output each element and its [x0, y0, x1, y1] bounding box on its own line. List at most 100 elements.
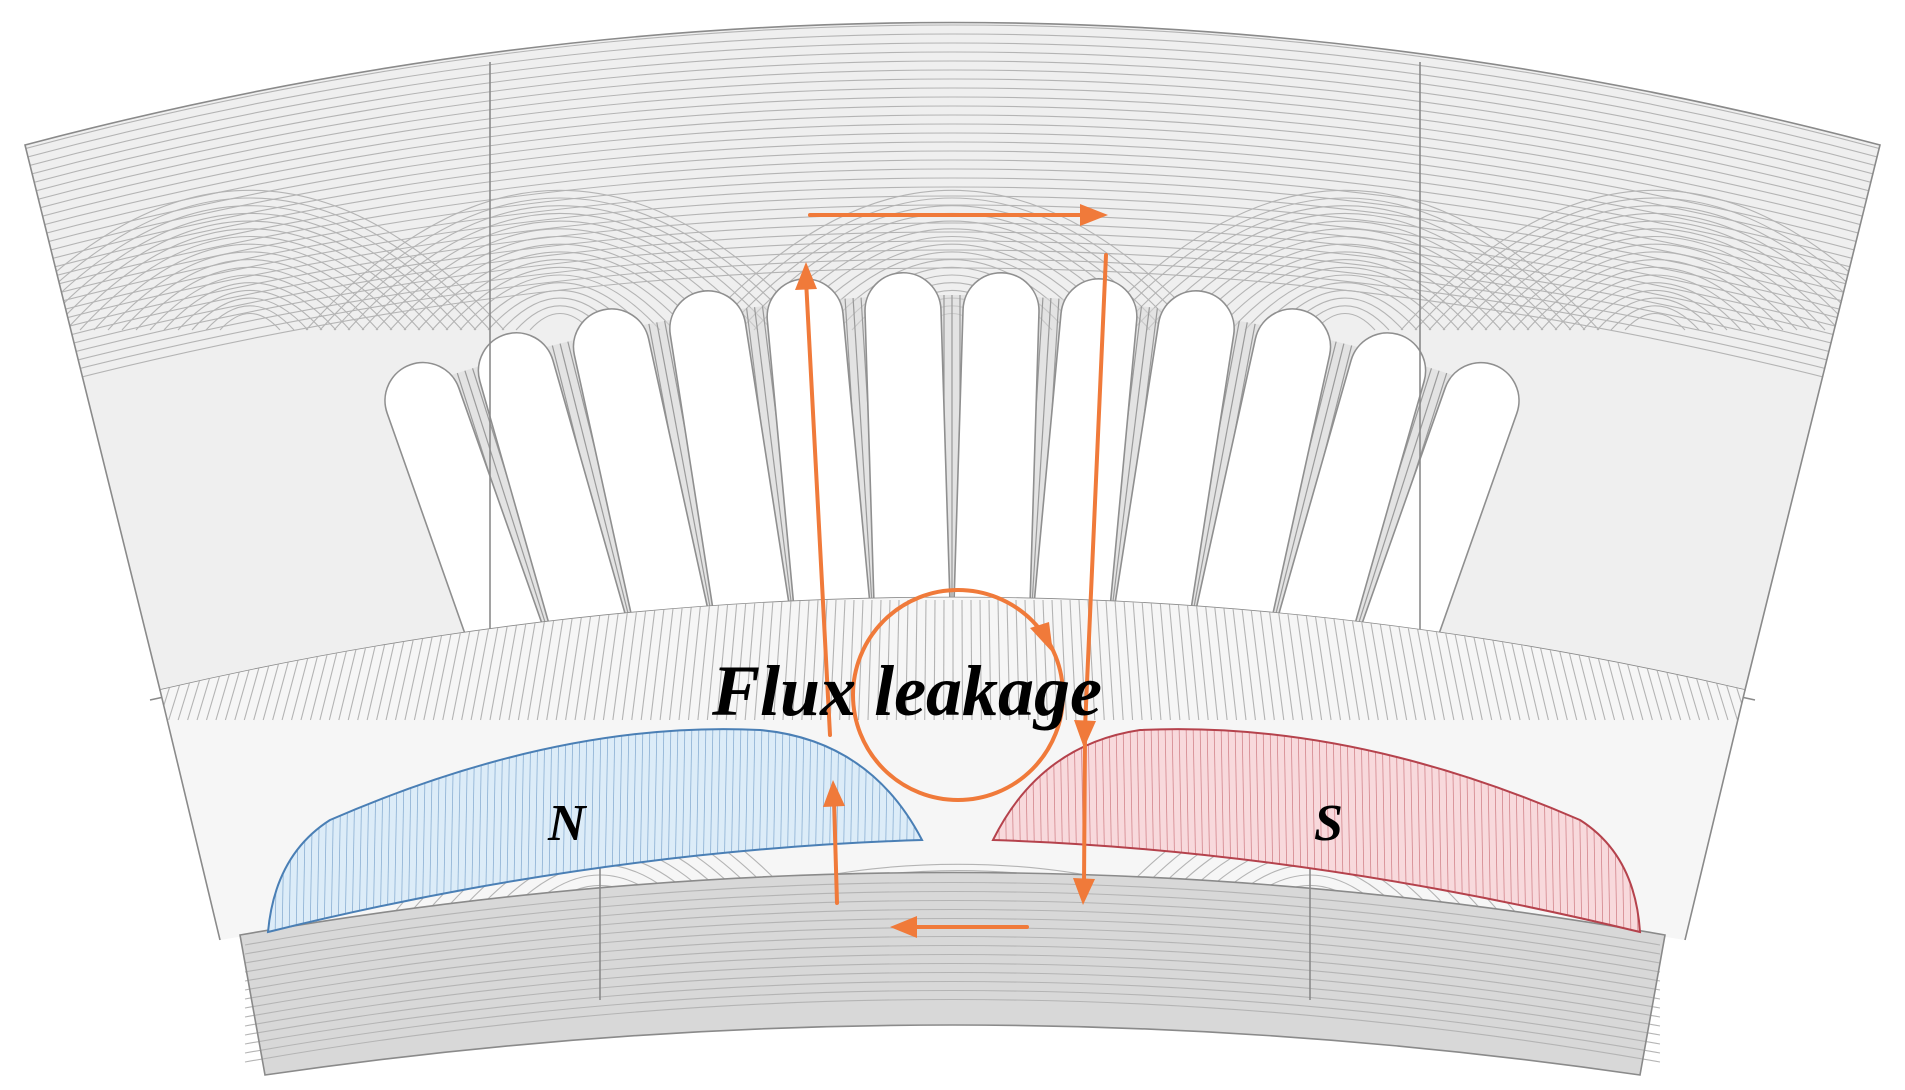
stator-loop-line: [79, 235, 421, 331]
stator-loop-line: [459, 274, 661, 331]
stator-loop-line: [347, 212, 773, 331]
stator-field-line: [25, 195, 1880, 322]
airgap-field-line: [1330, 599, 1351, 721]
airgap-field-line: [791, 599, 801, 721]
airgap-field-line: [1285, 599, 1304, 721]
airgap-field-line: [631, 599, 648, 721]
airgap-field-line: [1213, 599, 1228, 721]
stator-slot: [669, 290, 794, 656]
airgap-field-line: [810, 599, 819, 721]
shaft-field-line: [244, 998, 1661, 1063]
stator-field-line: [25, 87, 1880, 214]
stator-loop-line: [135, 266, 365, 331]
stator-loop-line: [149, 274, 351, 331]
stator-loop-line: [1216, 259, 1474, 331]
airgap-field-line: [1159, 599, 1171, 721]
stator-loop-line: [1400, 189, 1880, 331]
airgap-field-line: [1096, 599, 1105, 721]
stator-loop-line: [1470, 228, 1840, 331]
shaft-band: [239, 840, 1666, 1076]
stator-loop-line: [25, 189, 505, 331]
stator-loop-line: [403, 243, 717, 331]
stator-loop-line: [1174, 235, 1516, 331]
stator-field-line: [25, 33, 1880, 160]
airgap-field-line: [621, 599, 639, 721]
stator-field-line: [25, 231, 1880, 358]
arrowhead-magnet-up: [823, 780, 845, 807]
stator-loop-line: [1104, 197, 1586, 331]
airgap-field-line: [829, 599, 837, 721]
airgap-field-line: [716, 599, 729, 721]
stator-loop-line: [191, 297, 309, 331]
airgap-field-line: [1222, 599, 1238, 721]
airgap-field-line: [895, 599, 900, 721]
stator-loop-line: [1258, 282, 1432, 331]
airgap-field-line: [1186, 599, 1200, 721]
stator-field-line: [25, 60, 1880, 187]
stator-field-line: [25, 258, 1880, 385]
stator-loop-line: [1526, 259, 1784, 331]
shaft-field-line: [244, 971, 1661, 1036]
airgap-field-line: [650, 599, 666, 721]
stator-loop-line: [1540, 266, 1770, 331]
airgap-field-line: [848, 599, 855, 721]
stator-loop-line: [1442, 212, 1868, 331]
tooth-field-line: [852, 298, 875, 633]
stator: [24, 21, 1881, 716]
airgap-field-line: [1168, 599, 1181, 721]
airgap-field-line: [782, 599, 792, 721]
stator-field-line: [25, 51, 1880, 178]
stator-loop-line: [445, 266, 675, 331]
stator-slot: [864, 271, 952, 640]
airgap-field-line: [933, 599, 936, 721]
airgap-field-line: [555, 599, 576, 721]
airgap-field-line: [546, 599, 567, 721]
flux-leakage-loop: [851, 588, 1065, 802]
airgap-field-line: [574, 599, 594, 721]
airgap-field-line: [1033, 599, 1039, 721]
stator-field-line: [25, 267, 1880, 394]
airgap-field-line: [820, 599, 828, 721]
stator-loop-line: [1414, 197, 1880, 331]
airgap-field-line: [1015, 599, 1020, 721]
rotor-outline: [159, 689, 1746, 941]
airgap-field-line: [725, 599, 738, 721]
stator-loop-line: [1554, 274, 1756, 331]
shaft-field-line: [244, 890, 1661, 955]
airgap-field-line: [754, 599, 765, 721]
airgap-field-line: [697, 599, 711, 721]
stator-loop-line: [1090, 189, 1600, 331]
stator-loop-line: [319, 197, 801, 331]
stator-field-line: [25, 240, 1880, 367]
north-pole-label: N: [547, 795, 588, 852]
airgap-field-line: [961, 599, 964, 721]
stator-loop-line: [121, 259, 379, 331]
shaft-field-line: [244, 962, 1661, 1027]
stator-loop-line: [1498, 243, 1812, 331]
airgap-field-line: [583, 599, 603, 721]
stator-loop-line: [361, 220, 759, 331]
airgap-field-line: [1258, 599, 1275, 721]
airgap-field-line: [1060, 599, 1067, 721]
stator-loop-line: [25, 197, 491, 331]
shaft-field-line: [244, 935, 1661, 1000]
stator-loop-line: [1610, 305, 1700, 331]
stator-loop-line: [333, 205, 787, 331]
airgap-field-line: [1177, 599, 1190, 721]
stator-field-line: [25, 78, 1880, 205]
arrow-magnet-down-right: [1082, 733, 1087, 887]
stator-loop-line: [697, 189, 1207, 331]
shaft-field-line: [244, 953, 1661, 1018]
airgap-field-line: [593, 599, 612, 721]
airgap-field-line: [706, 599, 720, 721]
airgap-field-line: [1204, 599, 1219, 721]
south-magnet-outline: [991, 728, 1642, 934]
stator-field-line: [25, 132, 1880, 259]
north-magnet-body: [268, 729, 922, 932]
stator-loop-line: [389, 235, 731, 331]
stator-field-line: [25, 96, 1880, 223]
stator-loop-line: [1582, 289, 1728, 331]
airgap-field-line: [876, 599, 882, 721]
airgap-field-line: [1150, 599, 1162, 721]
airgap-field-line: [1069, 599, 1077, 721]
